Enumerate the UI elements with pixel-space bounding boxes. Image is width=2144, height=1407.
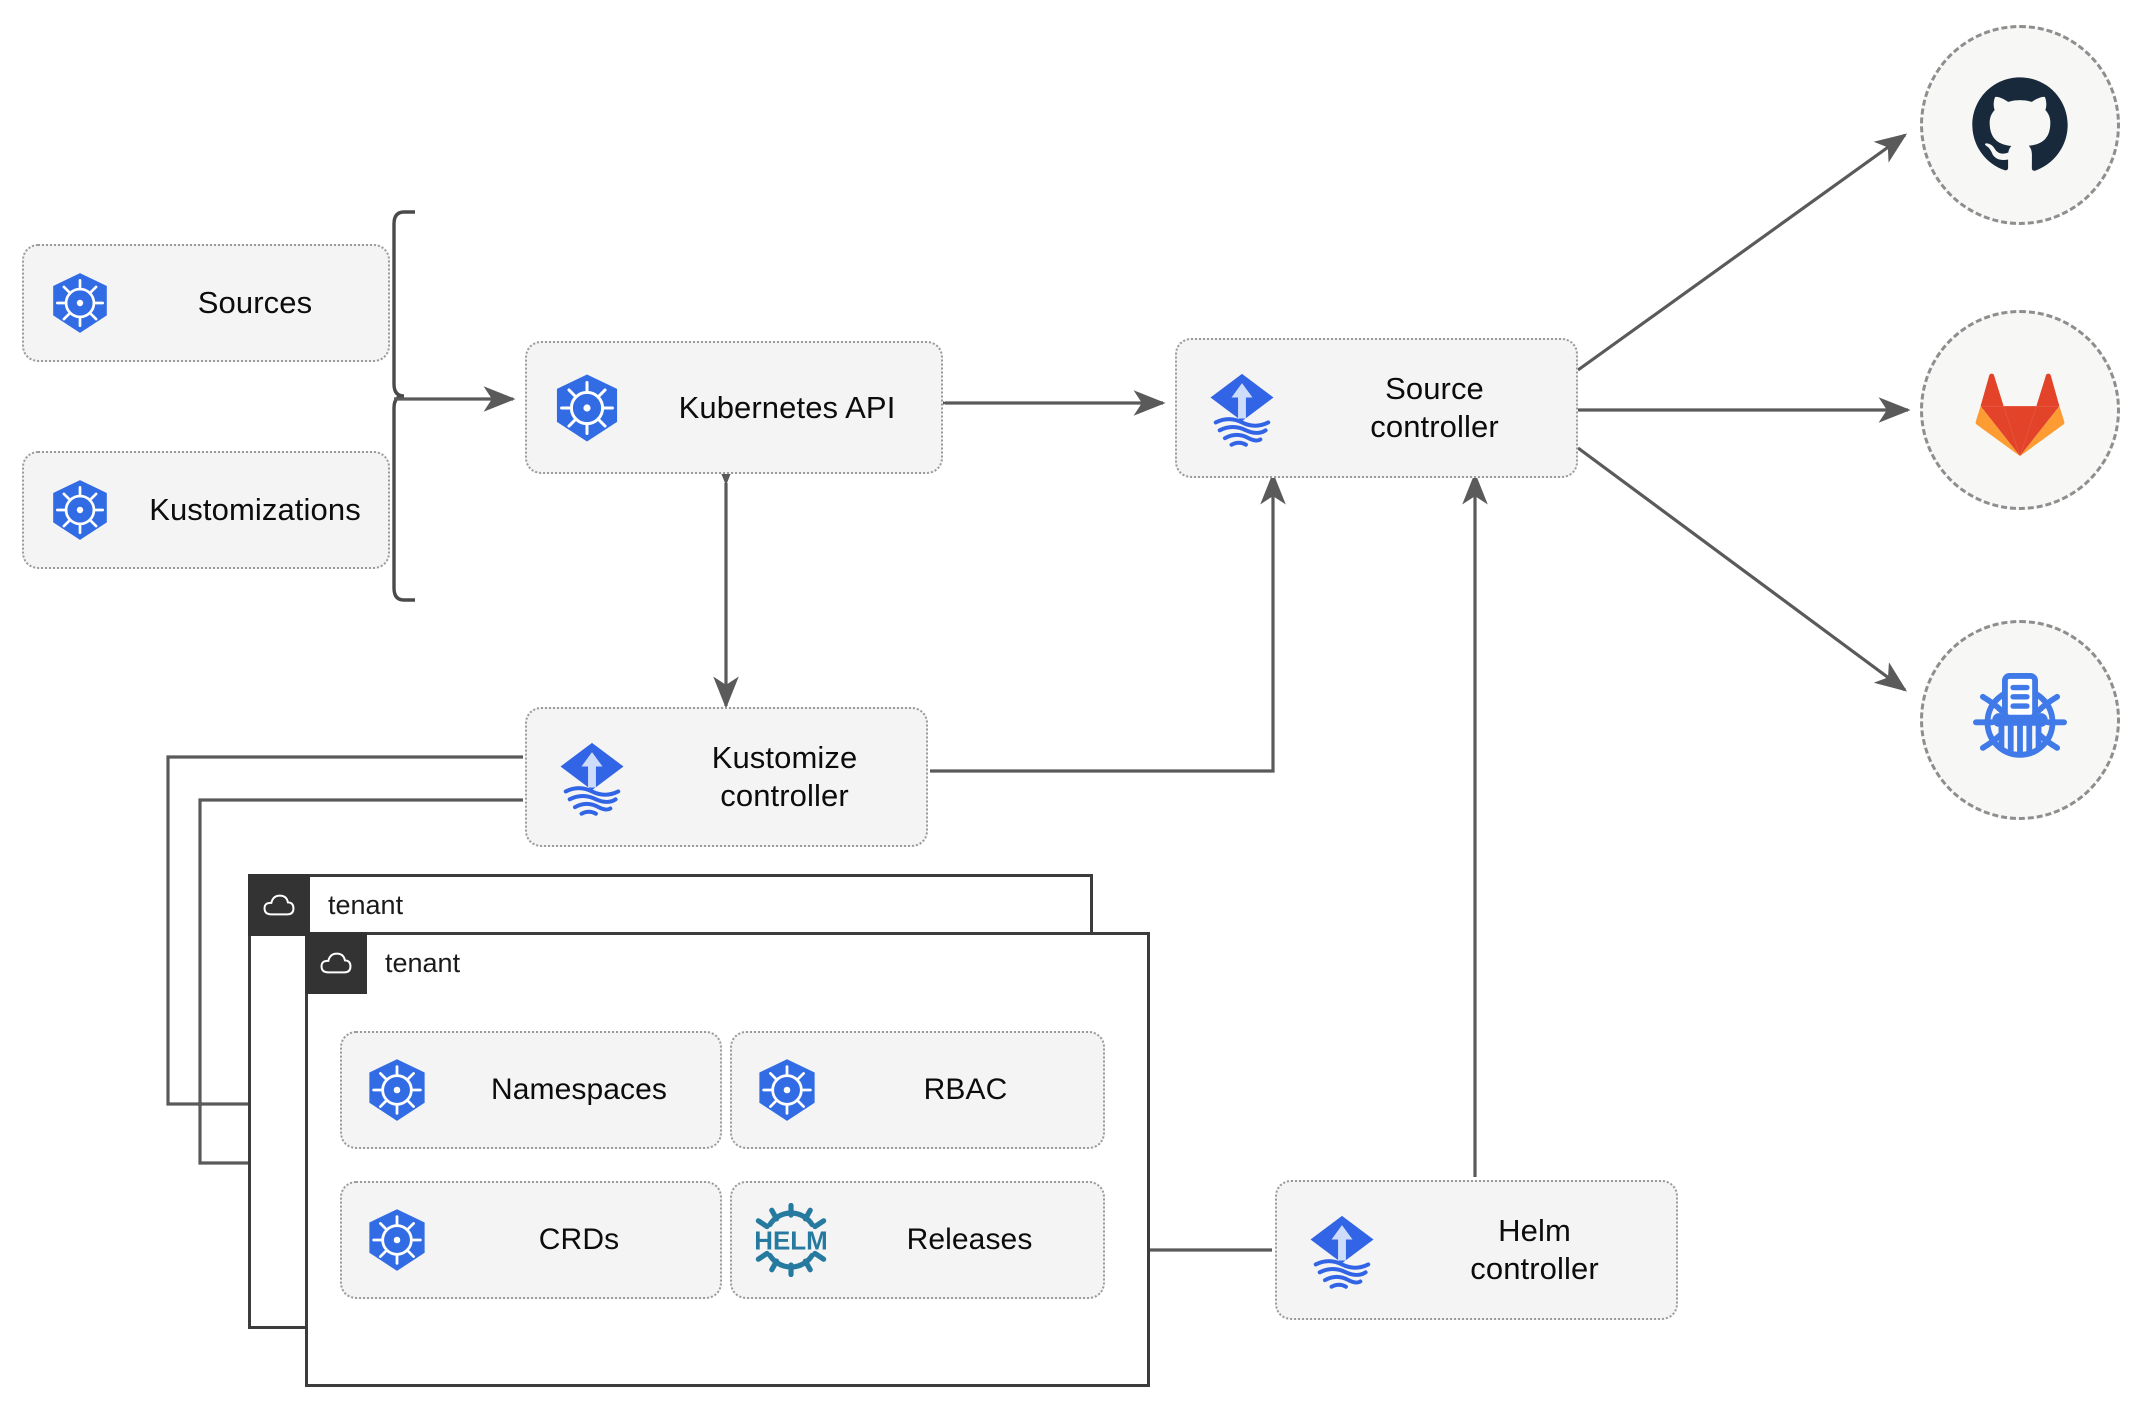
kubernetes-icon (732, 1056, 842, 1124)
kubernetes-icon (342, 1056, 452, 1124)
node-source-controller[interactable]: Source controller (1175, 338, 1578, 478)
node-kustomizations[interactable]: Kustomizations (22, 451, 390, 569)
node-label: Kustomizations (149, 492, 361, 528)
github-icon (1972, 77, 2068, 171)
node-kustomize-controller[interactable]: Kustomize controller (525, 707, 928, 847)
tenant-inner: tenant (305, 932, 1150, 1387)
tenant-header: tenant (248, 874, 403, 936)
node-label: CRDs (538, 1222, 620, 1256)
node-label: Kustomize controller (711, 740, 858, 813)
helm-icon: HELM (732, 1203, 850, 1277)
helm-repository-icon (1973, 673, 2067, 758)
flux-icon (1277, 1208, 1407, 1292)
node-label: Releases (906, 1222, 1033, 1256)
node-label: Source controller (1370, 371, 1499, 444)
kubernetes-icon (527, 371, 647, 445)
kubernetes-icon (24, 477, 136, 543)
node-kubernetes-api[interactable]: Kubernetes API (525, 341, 943, 474)
node-label: Kubernetes API (678, 389, 896, 425)
tenant-header: tenant (305, 932, 460, 994)
kubernetes-icon (342, 1206, 452, 1274)
tenant-label: tenant (328, 889, 404, 920)
node-releases[interactable]: HELM Releases (730, 1181, 1105, 1299)
svg-text:HELM: HELM (754, 1228, 827, 1256)
endpoint-github[interactable] (1920, 25, 2120, 225)
node-helm-controller[interactable]: Helm controller (1275, 1180, 1678, 1320)
node-sources[interactable]: Sources (22, 244, 390, 362)
endpoint-gitlab[interactable] (1920, 310, 2120, 510)
tenant-label: tenant (385, 947, 461, 978)
node-crds[interactable]: CRDs (340, 1181, 722, 1299)
node-rbac[interactable]: RBAC (730, 1031, 1105, 1149)
node-label: Namespaces (490, 1072, 668, 1106)
node-label: RBAC (923, 1072, 1008, 1106)
cloud-icon (248, 874, 310, 936)
node-namespaces[interactable]: Namespaces (340, 1031, 722, 1149)
flux-icon (1177, 366, 1307, 450)
node-label: Sources (197, 285, 313, 321)
gitlab-icon (1975, 373, 2065, 457)
kubernetes-icon (24, 270, 136, 336)
endpoint-helm-repository[interactable] (1920, 620, 2120, 820)
flux-icon (527, 735, 657, 819)
cloud-icon (305, 932, 367, 994)
node-label: Helm controller (1470, 1213, 1599, 1286)
